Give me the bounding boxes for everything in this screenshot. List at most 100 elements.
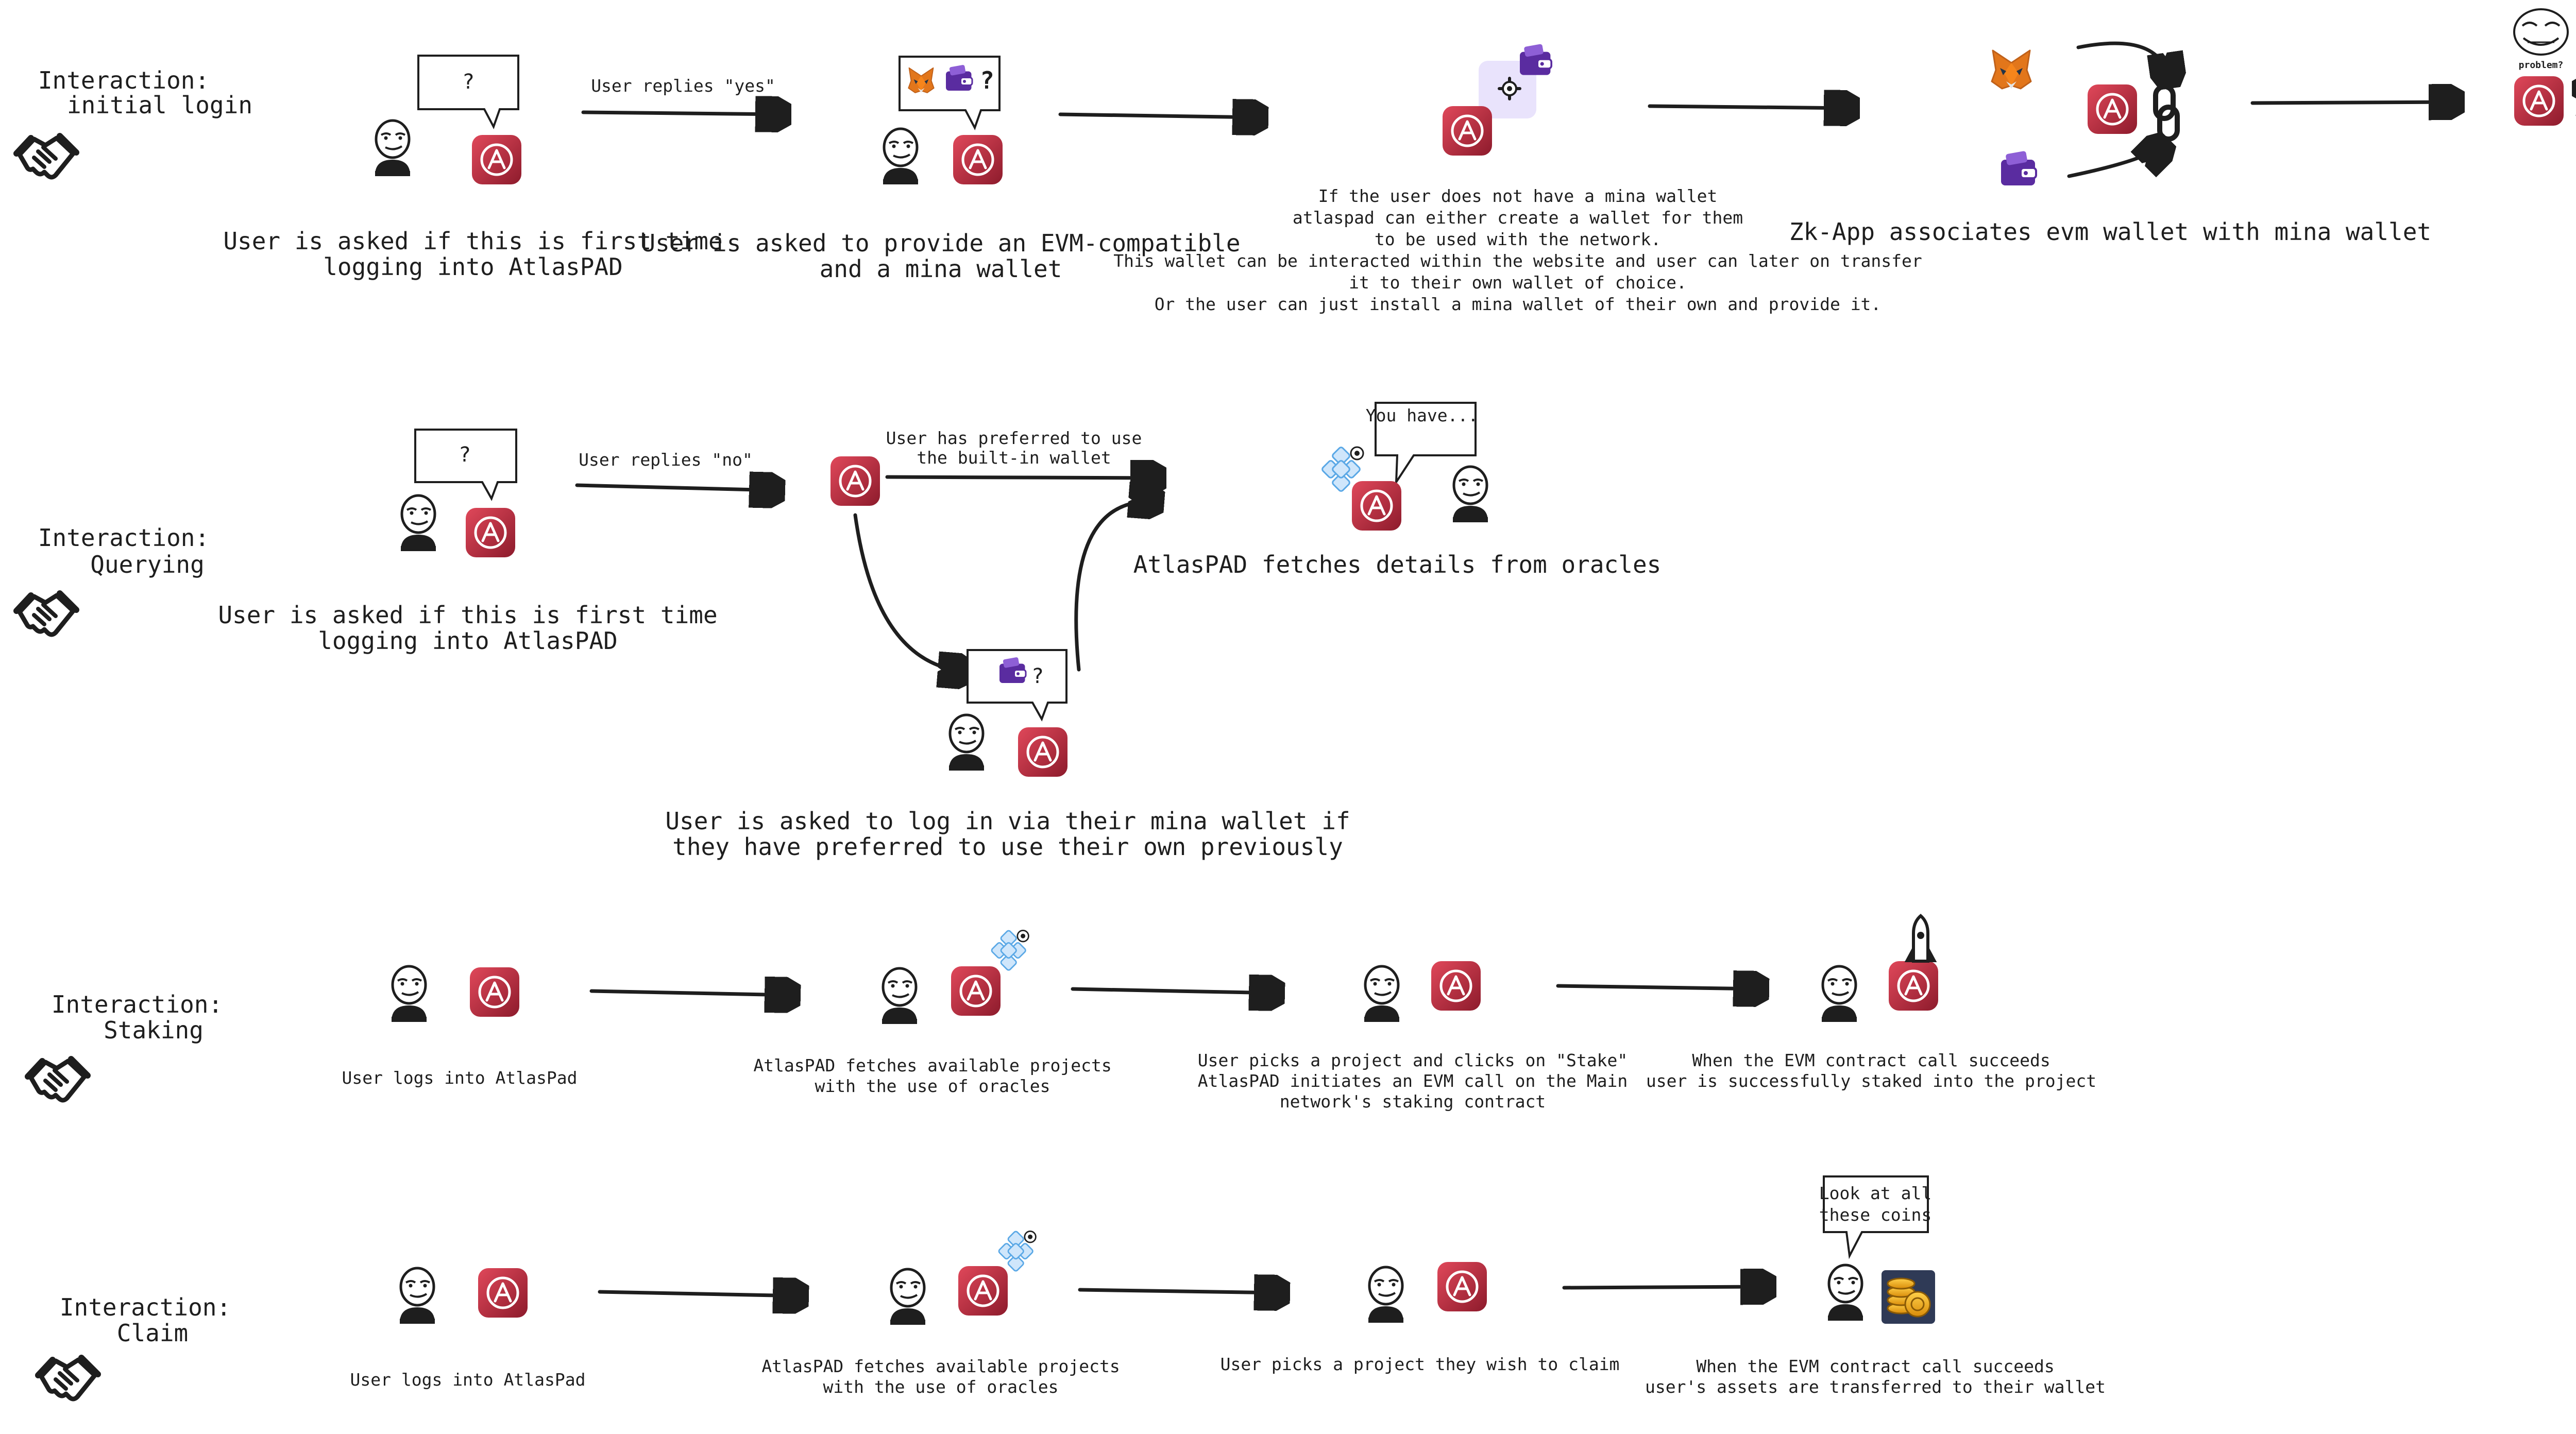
row-title-line2: Querying: [90, 551, 205, 578]
step-caption: logging into AtlasPAD: [318, 627, 618, 655]
step-caption: User is asked if this is first time: [218, 601, 717, 629]
handshake-icon: [28, 1059, 88, 1100]
flow-arrow: [1074, 501, 1157, 672]
step-caption: User picks a project and clicks on "Stak…: [1198, 1050, 1628, 1070]
step-caption: and a mina wallet: [820, 255, 1062, 283]
step-caption: Or the user can just install a mina wall…: [1155, 294, 1882, 314]
atlaspad-logo-icon: [1437, 1262, 1487, 1311]
oracle-network-icon: [997, 1230, 1037, 1273]
user-face-icon: [392, 966, 427, 1022]
step-caption: AtlasPAD fetches available projects: [761, 1356, 1120, 1376]
row-title-line2: initial login: [67, 91, 252, 119]
meme-caption: problem?: [2519, 60, 2564, 71]
arrow-label: User replies "no": [579, 450, 753, 470]
wallet-login-bubble: [967, 649, 1067, 722]
handshake-icon: [16, 136, 76, 177]
row-title-line2: Staking: [104, 1016, 204, 1044]
bubble-text: these coins: [1819, 1205, 1932, 1225]
step-caption: logging into AtlasPAD: [323, 253, 623, 281]
user-face-icon: [890, 1269, 925, 1325]
atlaspad-logo-icon: [466, 508, 515, 557]
user-face-icon: [1822, 966, 1857, 1022]
bubble-text: ?: [459, 443, 471, 467]
atlaspad-logo-icon: [472, 135, 521, 184]
step-caption: Zk-App associates evm wallet with mina w…: [1789, 218, 2431, 246]
atlaspad-logo-icon: [1352, 481, 1401, 531]
step-caption: User is asked to provide an EVM-compatib…: [641, 229, 1240, 257]
flow-arrow: [1648, 106, 1853, 108]
row-title-line1: Interaction:: [52, 991, 223, 1018]
flow-arrow: [575, 485, 778, 490]
flow-arrow: [1562, 1287, 1769, 1288]
flow-arrow: [1556, 986, 1762, 989]
chain-link-icon: [2153, 84, 2180, 142]
wallet-icon: [2000, 149, 2037, 186]
user-face-icon: [1368, 1267, 1403, 1323]
coins-icon: [1882, 1270, 1935, 1324]
flow-arrow: [1058, 114, 1261, 117]
atlaspad-logo-icon: [1018, 727, 1067, 777]
user-face-icon: [1453, 467, 1488, 522]
user-face-icon: [883, 129, 918, 184]
row-initial-login: Interaction: initial login ? User is ask…: [16, 8, 2576, 314]
user-face-icon: [882, 968, 917, 1024]
row-title-line1: Interaction:: [38, 524, 209, 552]
atlaspad-logo-icon: [1443, 106, 1492, 156]
step-caption: atlaspad can either create a wallet for …: [1293, 208, 1743, 228]
troll-face-icon: [2513, 8, 2569, 56]
step-caption: If the user does not have a mina wallet: [1318, 186, 1718, 206]
user-face-icon: [401, 496, 436, 551]
step-caption: user's assets are transferred to their w…: [1645, 1377, 2106, 1397]
row-claim: Interaction: Claim User logs into AtlasP…: [38, 1175, 2106, 1399]
oracle-network-icon: [990, 929, 1029, 972]
step-caption: AtlasPAD fetches details from oracles: [1133, 551, 1662, 578]
bubble-text: ?: [462, 70, 474, 94]
user-face-icon: [375, 121, 410, 176]
flow-arrow: [598, 1292, 802, 1296]
atlaspad-logo-icon: [2088, 84, 2137, 134]
oracle-result-bubble: [1375, 402, 1477, 486]
atlaspad-logo-icon: [831, 456, 880, 506]
step-caption: they have preferred to use their own pre…: [672, 833, 1343, 861]
step-caption: When the EVM contract call succeeds: [1692, 1050, 2050, 1070]
bubble-text: ?: [1031, 664, 1044, 688]
flow-arrow: [2250, 102, 2458, 103]
bubble-text: Look at all: [1819, 1183, 1932, 1203]
atlaspad-logo-icon: [1889, 961, 1938, 1011]
row-staking: Interaction: Staking User logs into Atla…: [28, 914, 2096, 1112]
flow-arrow: [1078, 1290, 1283, 1293]
bubble-text: You have...: [1366, 405, 1479, 425]
row-title-line1: Interaction:: [38, 66, 209, 94]
wallet-icon: [1519, 43, 1553, 76]
step-caption: to be used with the network.: [1375, 229, 1661, 249]
question-bubble: [417, 55, 519, 129]
atlaspad-logo-icon: [2514, 76, 2564, 126]
arrow-label: User replies "yes": [591, 76, 775, 96]
flow-arrow: [1071, 989, 1278, 993]
atlaspad-logo-icon: [470, 967, 519, 1017]
user-face-icon: [1364, 966, 1399, 1022]
user-face-icon: [400, 1268, 435, 1324]
step-caption: network's staking contract: [1280, 1091, 1546, 1112]
metamask-fox-icon: [1991, 49, 2032, 90]
flow-arrow: [853, 513, 967, 672]
question-bubble: [414, 429, 517, 501]
row-querying: Interaction: Querying ? User is asked if…: [16, 402, 1662, 861]
step-caption: User is asked to log in via their mina w…: [665, 807, 1350, 835]
step-caption: When the EVM contract call succeeds: [1696, 1356, 2054, 1376]
step-caption: user is successfully staked into the pro…: [1646, 1071, 2096, 1091]
atlaspad-logo-icon: [951, 966, 1001, 1016]
row-title-line1: Interaction:: [60, 1293, 231, 1321]
coins-speech-bubble: [1823, 1175, 1929, 1259]
step-caption: User logs into AtlasPad: [342, 1068, 578, 1088]
user-face-icon: [1828, 1265, 1863, 1321]
atlaspad-logo-icon: [478, 1268, 528, 1318]
arrow-label: the built-in wallet: [917, 448, 1111, 468]
step-caption: with the use of oracles: [815, 1076, 1050, 1096]
bubble-text: ?: [980, 66, 994, 94]
arrow-label: User has preferred to use: [886, 428, 1142, 448]
step-caption: AtlasPAD fetches available projects: [753, 1055, 1111, 1076]
handshake-icon: [16, 593, 76, 635]
flow-arrow: [581, 112, 784, 114]
